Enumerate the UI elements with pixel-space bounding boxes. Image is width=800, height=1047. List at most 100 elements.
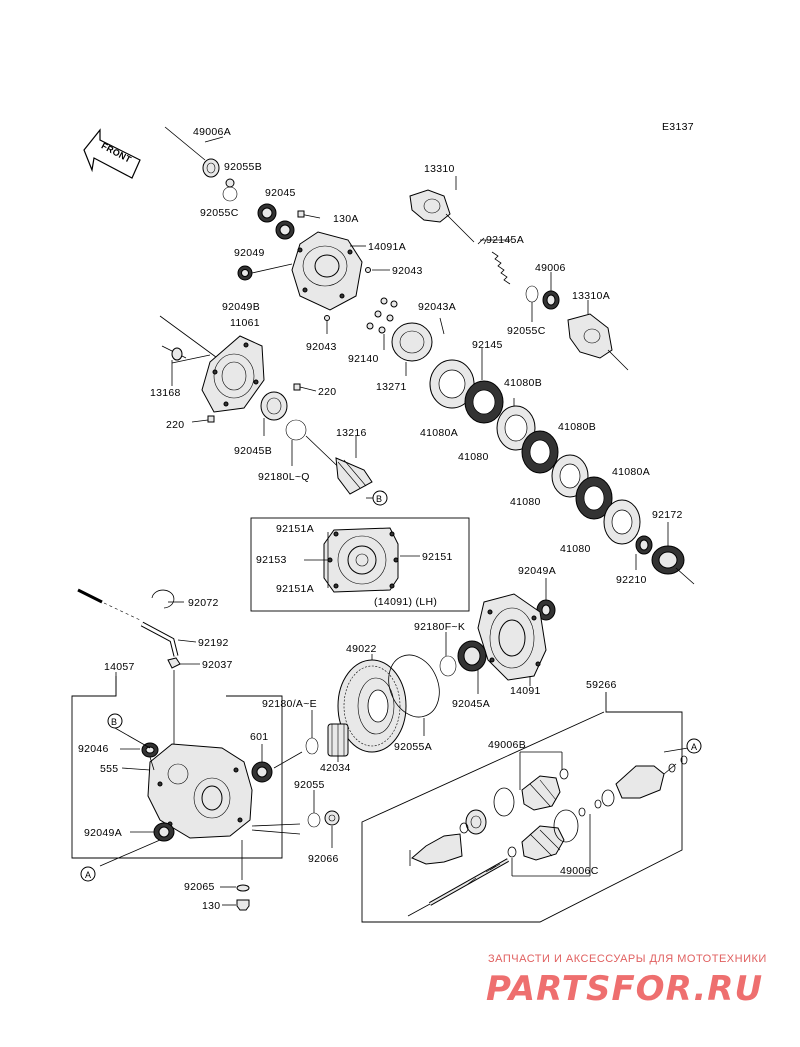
label-92055a: 92055A bbox=[394, 741, 432, 753]
marker-b-lower: B bbox=[111, 717, 117, 727]
label-49006: 49006 bbox=[535, 262, 566, 274]
label-92066: 92066 bbox=[308, 853, 339, 865]
label-92037: 92037 bbox=[202, 659, 233, 671]
label-92210: 92210 bbox=[616, 574, 647, 586]
label-49006c: 49006C bbox=[560, 865, 599, 877]
label-92045a: 92045A bbox=[452, 698, 490, 710]
driveshaft-59266-icon bbox=[407, 738, 702, 917]
shim-92180fk-icon bbox=[439, 655, 457, 677]
label-41080-1: 41080 bbox=[458, 451, 489, 463]
label-92043-bottom: 92043 bbox=[306, 341, 337, 353]
plate-13271-icon bbox=[391, 322, 433, 362]
label-92145: 92145 bbox=[472, 339, 503, 351]
watermark-tagline: ЗАПЧАСТИ И АКСЕССУАРЫ ДЛЯ МОТОТЕХНИКИ bbox=[488, 953, 767, 965]
boot-49006c-icon bbox=[521, 825, 565, 861]
washer-92065-icon bbox=[236, 884, 250, 892]
marker-a-left: A bbox=[85, 870, 91, 880]
label-130a: 130A bbox=[333, 213, 359, 225]
disc-41080-1-icon bbox=[521, 430, 559, 474]
nut-92066-icon bbox=[324, 810, 340, 826]
watermark-brand: PARTSFOR.RU bbox=[486, 969, 763, 1009]
label-92151: 92151 bbox=[422, 551, 453, 563]
label-92151a-top: 92151A bbox=[276, 523, 314, 535]
shim-92180lq-icon bbox=[285, 419, 307, 441]
top-right-parts bbox=[409, 176, 629, 371]
label-92072: 92072 bbox=[188, 597, 219, 609]
label-92151a-bot: 92151A bbox=[276, 583, 314, 595]
left-small-parts bbox=[77, 588, 200, 756]
spring-92145a-icon bbox=[491, 251, 511, 285]
label-220-left: 220 bbox=[166, 419, 184, 431]
cage-icon bbox=[465, 809, 487, 835]
label-49006a: 49006A bbox=[193, 126, 231, 138]
bearing-92045b-icon bbox=[260, 391, 288, 421]
label-92180fk: 92180F~K bbox=[414, 621, 465, 633]
ring-gear-group bbox=[305, 578, 556, 762]
ring-92055b-icon bbox=[225, 178, 235, 188]
driveshaft-box-59266 bbox=[361, 692, 683, 923]
label-49006b: 49006B bbox=[488, 739, 526, 751]
label-92049b: 92049B bbox=[222, 301, 260, 313]
label-92049a-low: 92049A bbox=[84, 827, 122, 839]
marker-b-upper: B bbox=[376, 494, 382, 504]
label-92045-top: 92045 bbox=[265, 187, 296, 199]
ring-92055c-icon bbox=[222, 186, 238, 202]
label-92046: 92046 bbox=[78, 743, 109, 755]
label-92180ae: 92180/A~E bbox=[262, 698, 317, 710]
oring-92055a-icon bbox=[388, 654, 440, 718]
label-13310: 13310 bbox=[424, 163, 455, 175]
cv-joint-left-icon bbox=[411, 833, 463, 865]
label-92180lq: 92180L~Q bbox=[258, 471, 310, 483]
label-220-right: 220 bbox=[318, 386, 336, 398]
bearing-49006a-icon bbox=[202, 158, 220, 178]
bolt-130-icon bbox=[236, 899, 250, 911]
plate-41080a-2-icon bbox=[603, 499, 641, 545]
label-92049: 92049 bbox=[234, 247, 265, 259]
clip-92072-icon bbox=[151, 589, 175, 609]
label-13168: 13168 bbox=[150, 387, 181, 399]
label-41080-3: 41080 bbox=[560, 543, 591, 555]
ring-92055-icon bbox=[307, 812, 321, 828]
label-11061: 11061 bbox=[230, 317, 260, 329]
label-92055b: 92055B bbox=[224, 161, 262, 173]
label-14091-lh: (14091) (LH) bbox=[374, 596, 437, 608]
label-92043-right: 92043 bbox=[392, 265, 423, 277]
cv-joint-right-icon bbox=[615, 765, 665, 799]
label-42034: 42034 bbox=[320, 762, 351, 774]
marker-a-right: A bbox=[691, 742, 697, 752]
label-41080-2: 41080 bbox=[510, 496, 541, 508]
disc-92145-icon bbox=[464, 380, 504, 424]
housing-14057-icon bbox=[80, 713, 303, 911]
label-13216: 13216 bbox=[336, 427, 367, 439]
label-92140: 92140 bbox=[348, 353, 379, 365]
label-92145a: 92145A bbox=[486, 234, 524, 246]
label-14057: 14057 bbox=[104, 661, 135, 673]
label-41080a-1: 41080A bbox=[420, 427, 458, 439]
clutch-stack bbox=[366, 297, 695, 585]
label-92045b: 92045B bbox=[234, 445, 272, 457]
ring-92055c-mid-icon bbox=[525, 285, 539, 303]
joint-13310-icon bbox=[409, 189, 451, 223]
label-92172: 92172 bbox=[652, 509, 683, 521]
housing-lh-icon bbox=[304, 527, 420, 593]
shim-92180ae-icon bbox=[305, 737, 319, 755]
label-92043a: 92043A bbox=[418, 301, 456, 313]
label-92055-low: 92055 bbox=[294, 779, 325, 791]
lh-housing-box bbox=[250, 517, 470, 612]
label-92049a-top: 92049A bbox=[518, 565, 556, 577]
label-92192: 92192 bbox=[198, 637, 229, 649]
label-41080b-2: 41080B bbox=[558, 421, 596, 433]
label-92055c-top: 92055C bbox=[200, 207, 239, 219]
pinion-13216-icon bbox=[335, 457, 373, 495]
cover-11061-icon bbox=[201, 335, 265, 413]
label-601: 601 bbox=[250, 731, 268, 743]
boot-49006b-icon bbox=[521, 775, 561, 811]
label-92153: 92153 bbox=[256, 554, 287, 566]
label-14091: 14091 bbox=[510, 685, 541, 697]
joint-13310a-icon bbox=[567, 313, 613, 359]
label-41080a-2: 41080A bbox=[612, 466, 650, 478]
label-92055c-mid: 92055C bbox=[507, 325, 546, 337]
label-14091a: 14091A bbox=[368, 241, 406, 253]
disc-41080-2-icon bbox=[575, 476, 613, 520]
